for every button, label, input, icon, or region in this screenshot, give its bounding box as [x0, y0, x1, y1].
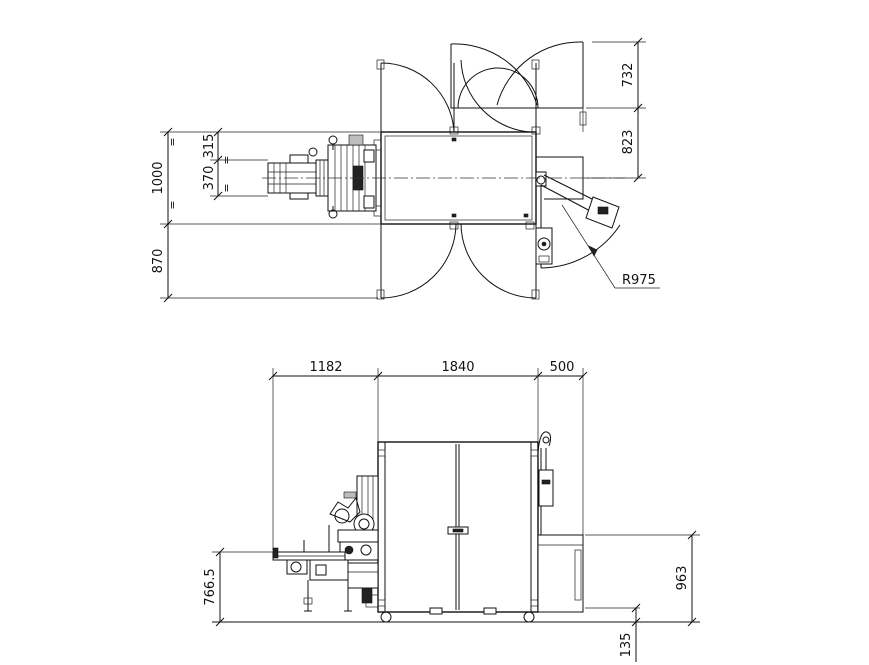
- equal-mark-b: =: [166, 200, 179, 209]
- equal-mark-a: =: [166, 137, 179, 146]
- dim-370: 370: [202, 166, 217, 191]
- dim-1182: 1182: [309, 360, 342, 375]
- outfeed-arm-front: [537, 431, 584, 613]
- upper-right-doors: [450, 41, 587, 132]
- front-dimensions-top: 1182 1840 500: [268, 360, 588, 550]
- top-dimensions-left: 1000 870 315 370 = = = =: [151, 127, 380, 303]
- dim-963: 963: [675, 566, 690, 591]
- dim-766-5: 766.5: [203, 568, 218, 605]
- radius-leader: R975: [561, 204, 660, 289]
- dim-870: 870: [151, 249, 166, 274]
- cabinet-front: [377, 441, 539, 623]
- front-dimension-left: 766.5: [203, 547, 273, 627]
- equal-mark-c: =: [220, 155, 233, 164]
- top-dimensions-right: 732 823: [584, 37, 646, 183]
- lower-door-panels: [376, 221, 540, 300]
- infeed-unit-top: [267, 134, 377, 219]
- equal-mark-d: =: [220, 183, 233, 192]
- dim-r975: R975: [622, 273, 656, 288]
- front-dimensions-right: 963 135: [585, 530, 700, 662]
- dim-1840: 1840: [441, 360, 474, 375]
- dim-732: 732: [621, 63, 636, 88]
- front-view: 1182 1840 500: [203, 360, 700, 662]
- dim-1000: 1000: [151, 161, 166, 194]
- infeed-unit-front: [303, 475, 379, 608]
- dim-135: 135: [619, 633, 634, 658]
- top-view: 732 823 R975 1000 870 315: [151, 37, 660, 303]
- robot-arm-top: [535, 156, 621, 269]
- infeed-conveyor-front: [272, 547, 352, 612]
- dim-315: 315: [202, 134, 217, 159]
- dim-823: 823: [621, 130, 636, 155]
- dim-500: 500: [550, 360, 575, 375]
